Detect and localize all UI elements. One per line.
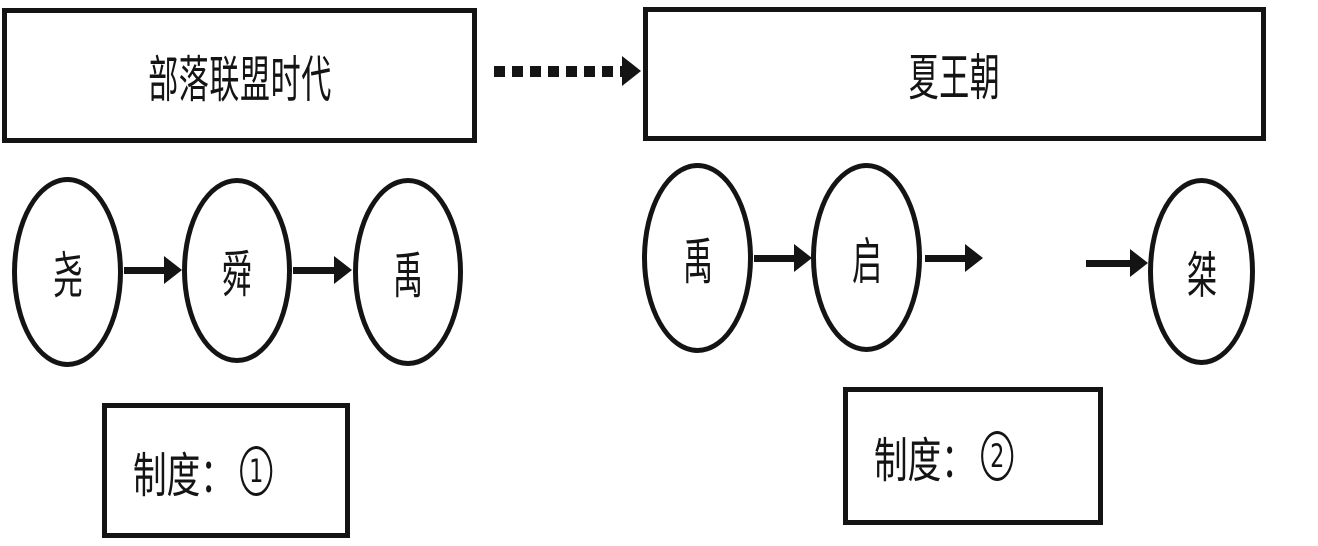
arrow-shaft (754, 254, 798, 262)
arrow-head (1130, 249, 1148, 277)
arrow-shaft (293, 266, 338, 274)
node-qi: 启 (811, 163, 922, 352)
node-label-yao: 尧 (52, 247, 83, 305)
arrow-shaft (124, 266, 168, 274)
node-jie: 桀 (1148, 178, 1255, 365)
arrow-right-icon (754, 244, 812, 272)
arrow-head (794, 244, 812, 272)
arrow-shaft (925, 254, 969, 262)
arrow-right-icon (124, 256, 182, 284)
node-label-yu-left: 禹 (393, 247, 423, 305)
dashed-arrow-head (622, 56, 641, 86)
system-box-right: 制度： 2 (843, 387, 1103, 525)
arrow-right-icon (293, 256, 352, 284)
node-yu-right: 禹 (642, 163, 753, 353)
arrow-right-icon (925, 244, 983, 272)
arrow-shaft (1086, 259, 1134, 267)
node-label-yu-right: 禹 (682, 233, 713, 291)
node-yu-left: 禹 (353, 178, 463, 366)
arrow-head (164, 256, 182, 284)
circled-digit-right: 2 (990, 437, 1005, 475)
system-label-right: 制度： (874, 433, 975, 489)
era-title-right: 夏王朝 (908, 49, 1001, 107)
system-content-right: 制度： 2 (874, 421, 1014, 491)
node-label-jie: 桀 (1186, 246, 1217, 305)
dashed-arrow-right-icon (494, 55, 641, 87)
era-box-xia-dynasty: 夏王朝 (643, 7, 1266, 141)
system-label-left: 制度： (133, 447, 234, 504)
dashed-arrow-shaft (494, 65, 625, 77)
circled-number-2-icon: 2 (981, 431, 1014, 481)
era-box-tribal-alliance: 部落联盟时代 (2, 8, 477, 143)
arrow-right-icon (1086, 249, 1148, 277)
system-content-left: 制度： 1 (133, 436, 273, 506)
node-shun: 舜 (182, 178, 292, 363)
node-yao: 尧 (12, 177, 123, 367)
arrow-head (334, 256, 352, 284)
system-box-left: 制度： 1 (102, 403, 350, 538)
arrow-head (965, 244, 983, 272)
era-title-left: 部落联盟时代 (147, 50, 332, 109)
node-label-shun: 舜 (222, 245, 252, 304)
node-label-qi: 启 (851, 232, 882, 291)
circled-digit-left: 1 (249, 451, 264, 490)
circled-number-1-icon: 1 (240, 445, 273, 496)
